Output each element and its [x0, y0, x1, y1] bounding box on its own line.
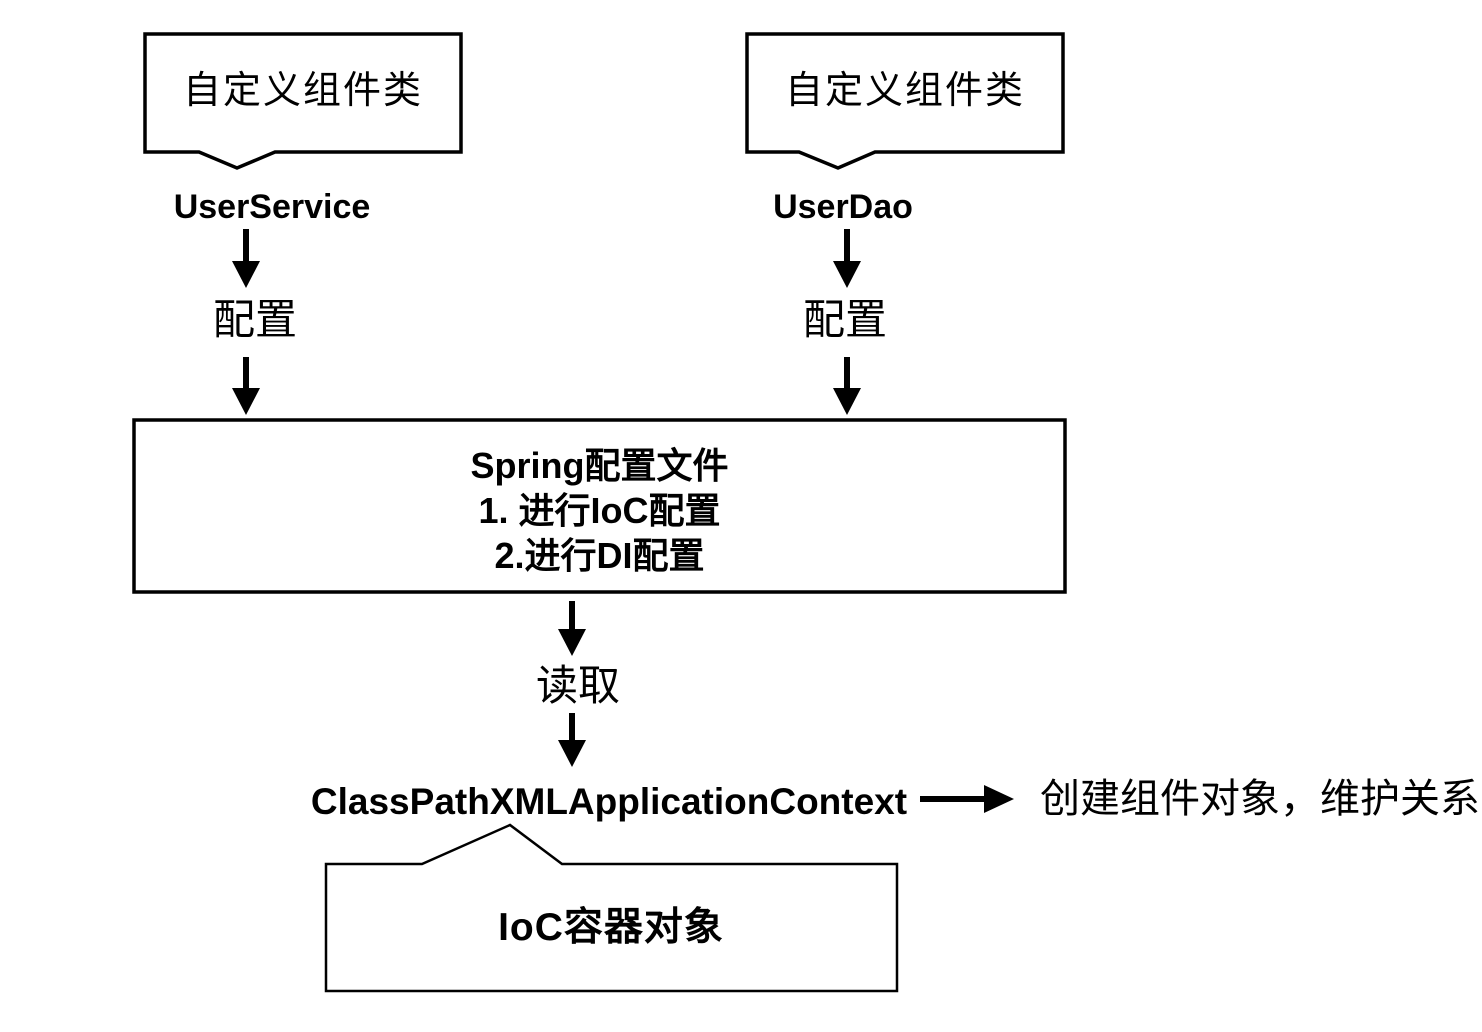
custom-component-callout-right: [745, 32, 1065, 170]
arrow-config-right-to-springbox: [833, 357, 861, 415]
spring-config-text: Spring配置文件 1. 进行IoC配置 2.进行DI配置: [134, 443, 1065, 578]
custom-component-label-left: 自定义组件类: [182, 70, 424, 112]
custom-component-callout-left: [143, 32, 463, 170]
spring-config-line2: 1. 进行IoC配置: [478, 490, 721, 531]
create-note-label: 创建组件对象，维护关系: [1040, 776, 1480, 821]
user-service-label: UserService: [173, 188, 371, 226]
spring-config-line1: Spring配置文件: [470, 445, 729, 486]
spring-config-box: [132, 418, 1067, 594]
arrow-userservice-to-config: [232, 229, 260, 288]
config-label-right: 配置: [802, 298, 888, 344]
spring-config-line3: 2.进行DI配置: [494, 535, 705, 576]
arrow-springbox-to-read: [558, 601, 586, 656]
ioc-container-callout: [324, 823, 899, 993]
config-label-left: 配置: [212, 298, 298, 344]
arrow-userdao-to-config: [833, 229, 861, 288]
ioc-container-label: IoC容器对象: [498, 906, 724, 949]
user-dao-label: UserDao: [773, 188, 913, 226]
arrow-config-left-to-springbox: [232, 357, 260, 415]
custom-component-label-right: 自定义组件类: [784, 70, 1026, 112]
arrow-read-to-context: [558, 713, 586, 767]
read-label: 读取: [535, 664, 621, 710]
arrow-context-to-note: [920, 785, 1014, 813]
classpath-context-label: ClassPathXMLApplicationContext: [310, 781, 908, 822]
